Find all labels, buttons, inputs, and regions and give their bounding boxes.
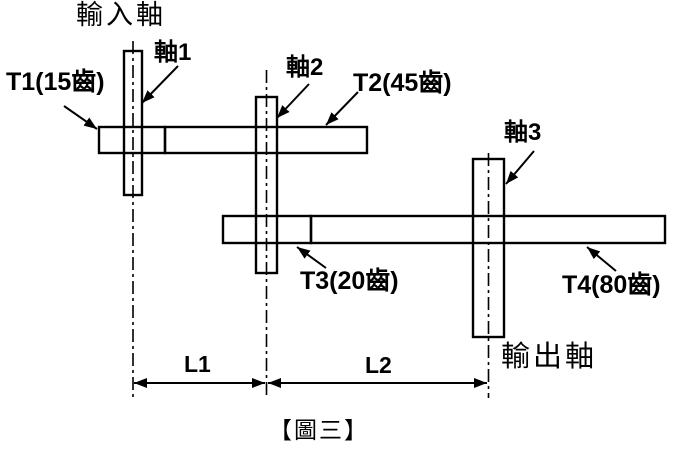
leader-arrow-shaft3 xyxy=(505,150,535,185)
figure-caption: 【圖三】 xyxy=(269,418,369,443)
dimension-l2-label: L2 xyxy=(365,352,392,378)
shaft2-label: 軸2 xyxy=(286,54,324,81)
leader-arrow-shaft1 xyxy=(141,65,179,104)
shaft1-label: 軸1 xyxy=(154,39,192,66)
gear-t4-rect xyxy=(309,214,667,245)
leader-arrow-gear3 xyxy=(296,246,327,269)
shaft3-rect xyxy=(471,157,506,339)
leader-arrow-shaft2 xyxy=(276,83,310,119)
shaft2-rect xyxy=(254,95,279,275)
gear1-label: T1(15齒) xyxy=(6,68,105,96)
gear4-label: T4(80齒) xyxy=(562,271,661,299)
leader-arrow-gear2 xyxy=(325,91,359,126)
output-shaft-label: 輸出軸 xyxy=(501,341,598,373)
input-shaft-label: 輸入軸 xyxy=(76,0,166,30)
gear3-label: T3(20齒) xyxy=(300,267,399,295)
gear2-label: T2(45齒) xyxy=(353,69,452,97)
shaft1-rect xyxy=(122,49,144,197)
dimension-l1-label: L1 xyxy=(184,351,211,377)
leader-arrow-gear1 xyxy=(63,105,98,130)
gear-t1-rect xyxy=(97,125,167,155)
shaft3-label: 軸3 xyxy=(504,119,542,146)
leader-arrow-gear4 xyxy=(586,246,617,272)
gear-t2-rect xyxy=(163,125,369,155)
